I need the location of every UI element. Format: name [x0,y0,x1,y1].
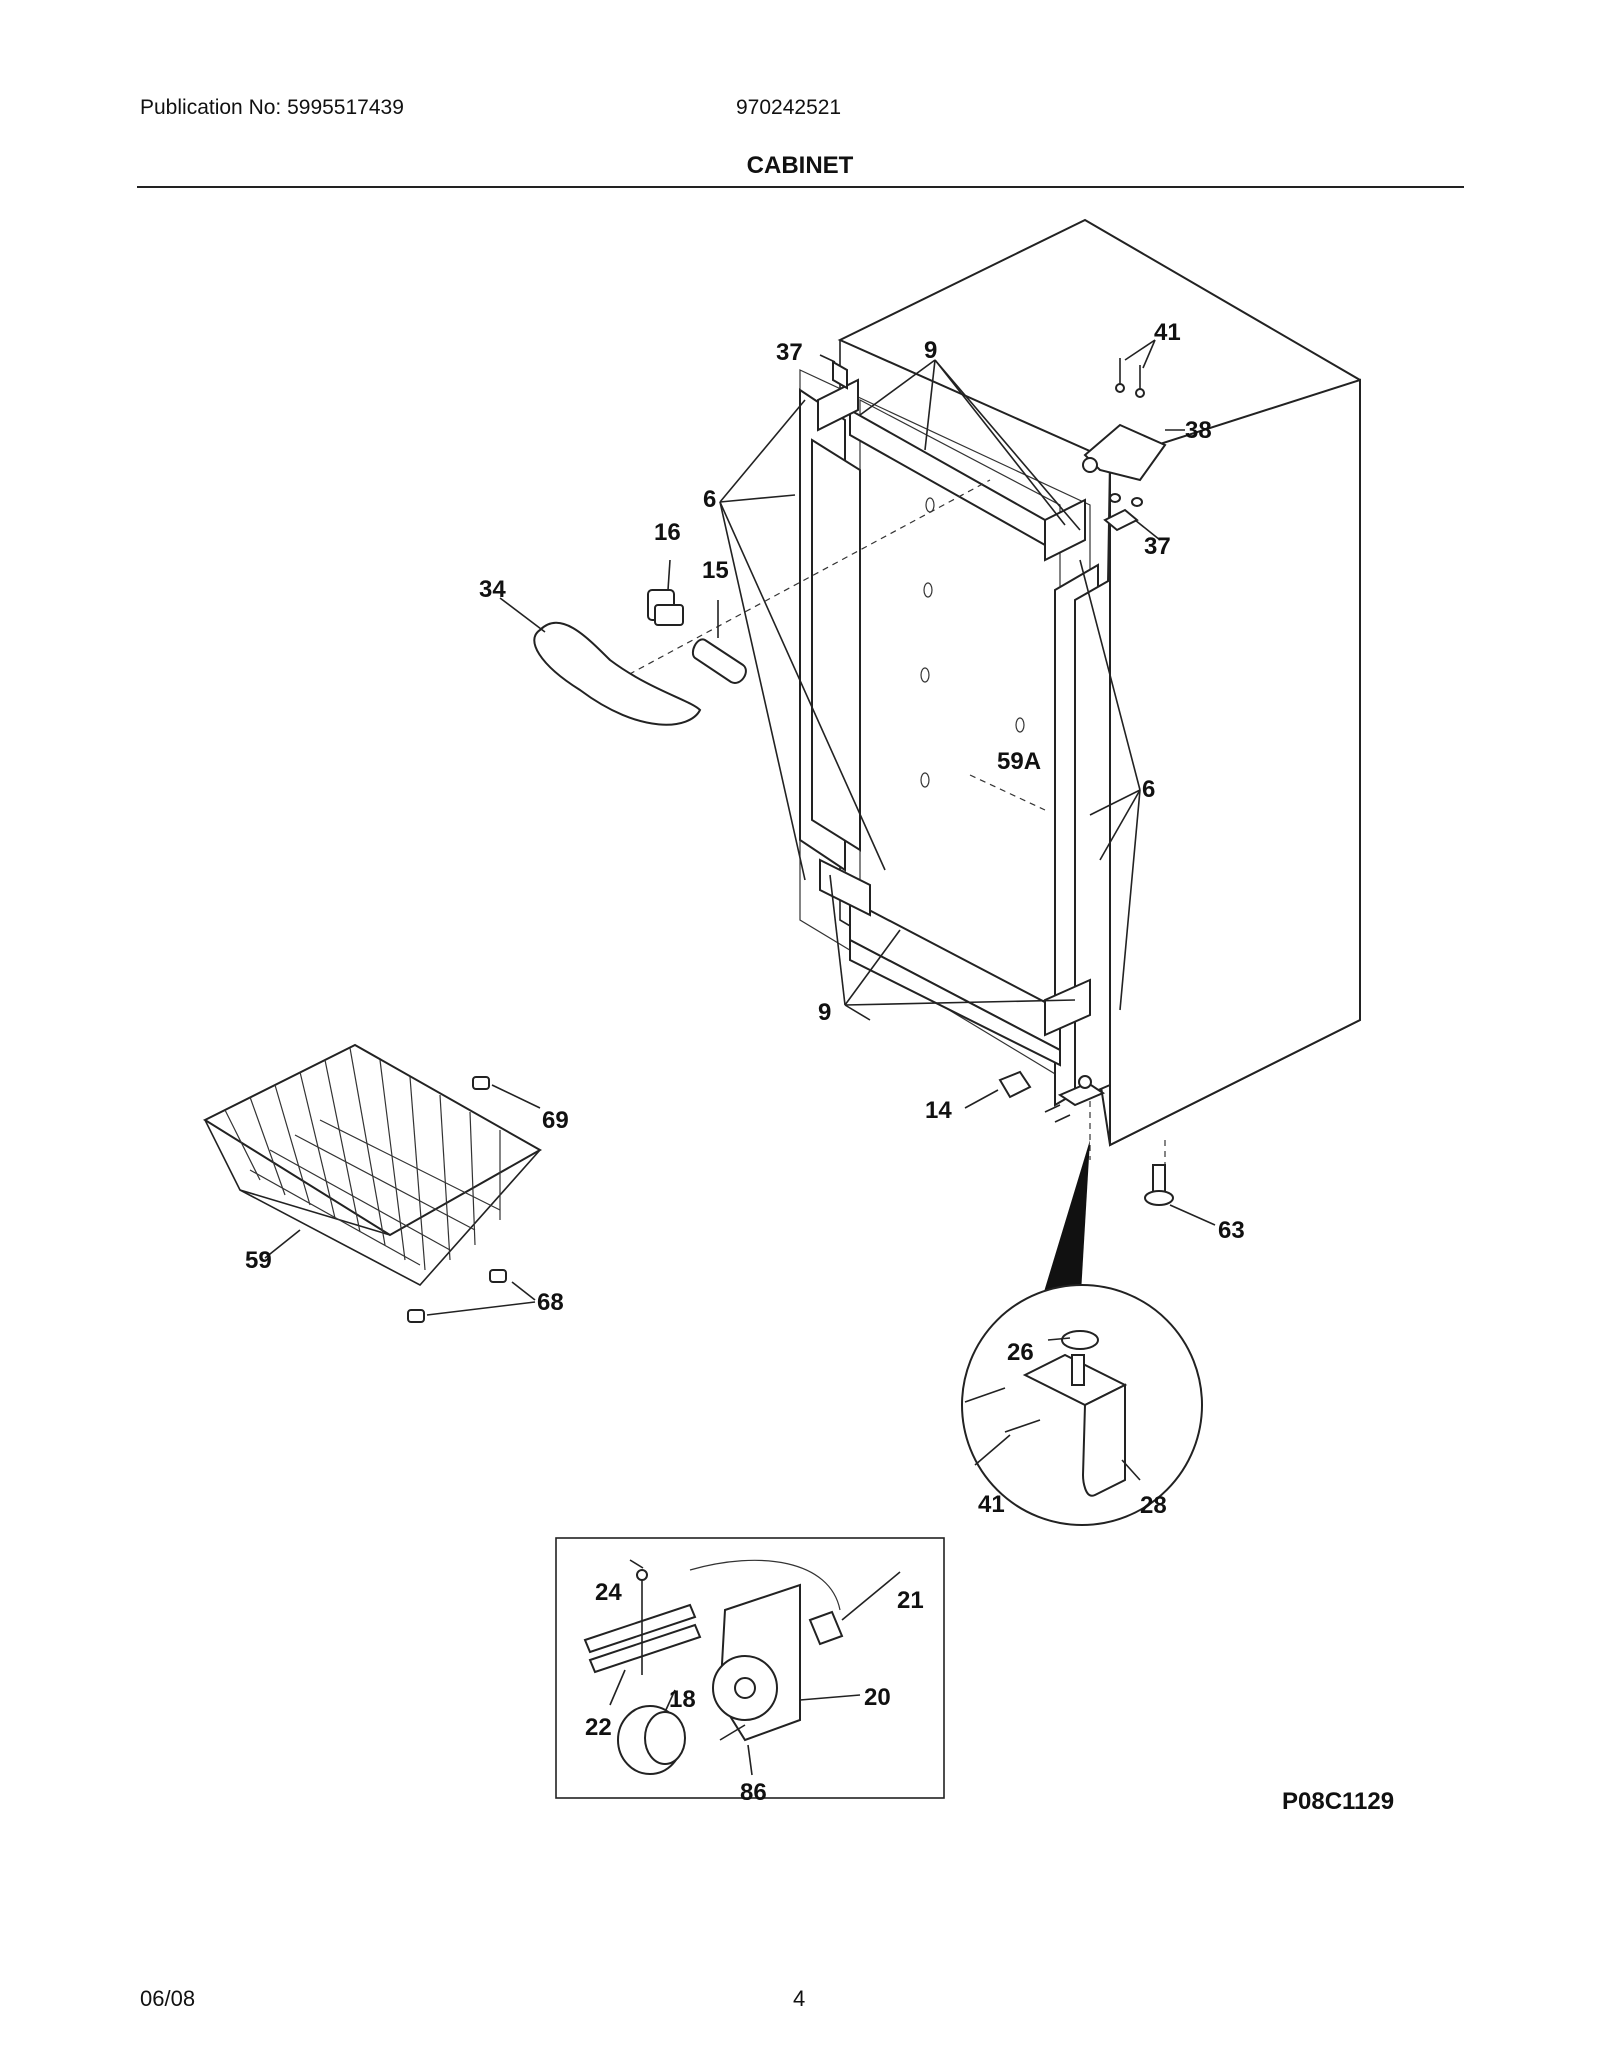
callout-9: 9 [924,337,937,364]
door-switch [964,1070,1032,1109]
lower-hinge [1044,1075,1106,1123]
footer-date: 06/08 [140,1986,196,2011]
callout-59: 59 [245,1247,272,1274]
callout-14: 14 [925,1097,952,1124]
breaker-strip-left [799,388,861,872]
callout-68: 68 [537,1289,564,1316]
callout-38: 38 [1185,417,1212,444]
breaker-strip-bottom [849,898,1061,1067]
header-divider [137,186,1464,188]
basket-clips [407,1076,541,1323]
model-number: 970242521 [736,96,842,119]
callout-63: 63 [1218,1217,1245,1244]
publication-number: Publication No: 5995517439 [140,96,404,119]
breaker-strip-right [1054,563,1111,1107]
light-socket [647,559,684,626]
callout-6: 6 [703,486,716,513]
thermostat-inset-parts [583,1559,901,1776]
corner-pieces [817,378,1091,1037]
callout-69: 69 [542,1107,569,1134]
callout-18: 18 [669,1686,696,1713]
page-title: CABINET [746,152,854,179]
thermostat-inset-box [555,1537,945,1799]
callout-15: 15 [702,557,729,584]
callout-41: 41 [1154,319,1181,346]
light-shield [499,597,702,726]
hinge-detail-circle [961,1284,1203,1526]
leader-lines [599,359,1166,1170]
diagram-reference: P08C1129 [1282,1788,1395,1815]
callout-9: 9 [818,999,831,1026]
breaker-strip-top [849,408,1046,547]
callout-24: 24 [595,1579,622,1606]
callout-22: 22 [585,1714,612,1741]
callout-21: 21 [897,1587,924,1614]
callout-16: 16 [654,519,681,546]
page-number: 4 [793,1986,806,2011]
leveling-leg [1144,1164,1216,1226]
callout-26: 26 [1007,1339,1034,1366]
callout-59A: 59A [997,748,1041,775]
wire-basket [202,1043,543,1287]
callout-86: 86 [740,1779,767,1806]
light-bulb [691,600,747,684]
callout-37: 37 [1144,533,1171,560]
callout-6: 6 [1142,776,1155,803]
callout-34: 34 [479,576,506,603]
callout-28: 28 [1140,1492,1167,1519]
top-hinge [819,339,1185,541]
callout-41: 41 [978,1491,1005,1518]
callout-20: 20 [864,1684,891,1711]
callout-37: 37 [776,339,803,366]
detail-pointer [1040,1140,1090,1310]
